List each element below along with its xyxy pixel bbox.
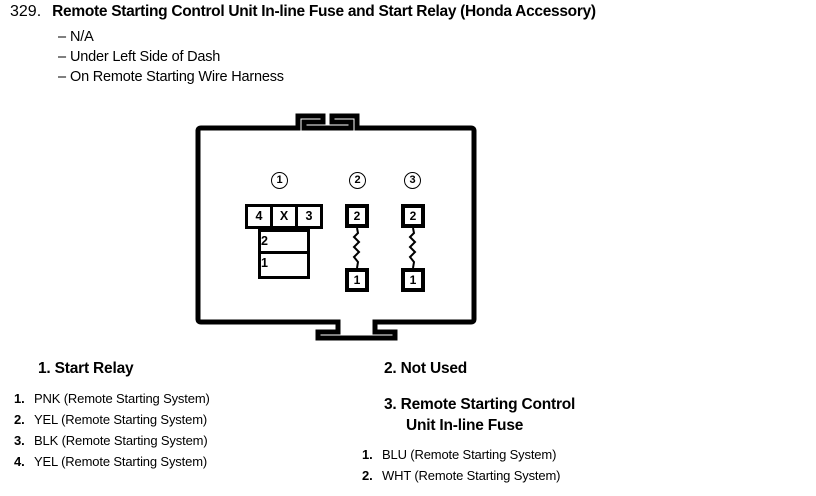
dash-bullet-icon: –: [58, 69, 66, 85]
fuse-element-icon: [352, 228, 361, 268]
legend-item: 1. BLU (Remote Starting System): [362, 444, 560, 465]
location-note-text: Under Left Side of Dash: [70, 49, 221, 65]
title-text: Remote Starting Control Unit In-line Fus…: [52, 3, 596, 20]
legend-item: 3. BLK (Remote Starting System): [14, 430, 210, 451]
legend-item-text: WHT (Remote Starting System): [382, 468, 561, 483]
legend-heading-inline-fuse-line2: Unit In-line Fuse: [406, 417, 524, 434]
group-marker-2: 2: [349, 172, 366, 189]
location-note-text: N/A: [70, 29, 94, 45]
fuse-element-icon: [408, 228, 417, 268]
relay-terminal-top-row: 4 X 3: [245, 204, 323, 229]
location-note-text: On Remote Starting Wire Harness: [70, 69, 284, 85]
location-note: – Under Left Side of Dash: [58, 47, 284, 67]
group-marker-1: 1: [271, 172, 288, 189]
legend-item-text: YEL (Remote Starting System): [34, 454, 208, 469]
fuse-2-pin-1: 1: [345, 268, 369, 292]
relay-pin-blank: X: [273, 207, 298, 226]
relay-pin-3: 3: [298, 207, 320, 226]
relay-pin-1: 1: [258, 254, 310, 279]
fuse-terminal-3: 2 1: [401, 204, 425, 292]
legend-item: 4. YEL (Remote Starting System): [14, 451, 210, 472]
legend-list-start-relay: 1. PNK (Remote Starting System) 2. YEL (…: [14, 388, 210, 472]
connector-housing-outline: [195, 113, 477, 341]
legend-item-index: 4.: [14, 454, 25, 469]
fuse-terminal-2: 2 1: [345, 204, 369, 292]
fuse-3-pin-1: 1: [401, 268, 425, 292]
connector-diagram: 1 2 3 4 X 3 2 1 2 1 2 1: [190, 104, 490, 344]
legend-item: 2. YEL (Remote Starting System): [14, 409, 210, 430]
dash-bullet-icon: –: [58, 29, 66, 45]
legend-item-index: 2.: [14, 412, 25, 427]
dash-bullet-icon: –: [58, 49, 66, 65]
fuse-2-pin-2: 2: [345, 204, 369, 228]
legend-item-index: 1.: [362, 447, 373, 462]
page-title: 329. Remote Starting Control Unit In-lin…: [10, 3, 596, 21]
legend-item-text: PNK (Remote Starting System): [34, 391, 210, 406]
relay-pin-4: 4: [248, 207, 273, 226]
relay-pin-2: 2: [258, 229, 310, 254]
legend-item-text: BLU (Remote Starting System): [382, 447, 557, 462]
legend-heading-not-used: 2. Not Used: [384, 360, 468, 377]
location-note-list: – N/A – Under Left Side of Dash – On Rem…: [58, 27, 284, 87]
fuse-3-pin-2: 2: [401, 204, 425, 228]
title-number: 329.: [10, 3, 42, 20]
legend-heading-inline-fuse: 3. Remote Starting Control Unit In-line …: [384, 394, 575, 436]
legend-item-text: YEL (Remote Starting System): [34, 412, 208, 427]
legend-item-index: 3.: [14, 433, 25, 448]
legend-heading-start-relay: 1. Start Relay: [38, 360, 134, 377]
group-marker-3: 3: [404, 172, 421, 189]
legend-item-index: 2.: [362, 468, 373, 483]
location-note: – On Remote Starting Wire Harness: [58, 67, 284, 87]
legend-item: 1. PNK (Remote Starting System): [14, 388, 210, 409]
legend-item-text: BLK (Remote Starting System): [34, 433, 208, 448]
legend-item: 2. WHT (Remote Starting System): [362, 465, 560, 486]
legend-heading-inline-fuse-line1: 3. Remote Starting Control: [384, 396, 576, 413]
relay-terminal-block: 4 X 3 2 1: [245, 204, 323, 279]
location-note: – N/A: [58, 27, 284, 47]
legend-item-index: 1.: [14, 391, 25, 406]
legend-list-inline-fuse: 1. BLU (Remote Starting System) 2. WHT (…: [362, 444, 560, 486]
